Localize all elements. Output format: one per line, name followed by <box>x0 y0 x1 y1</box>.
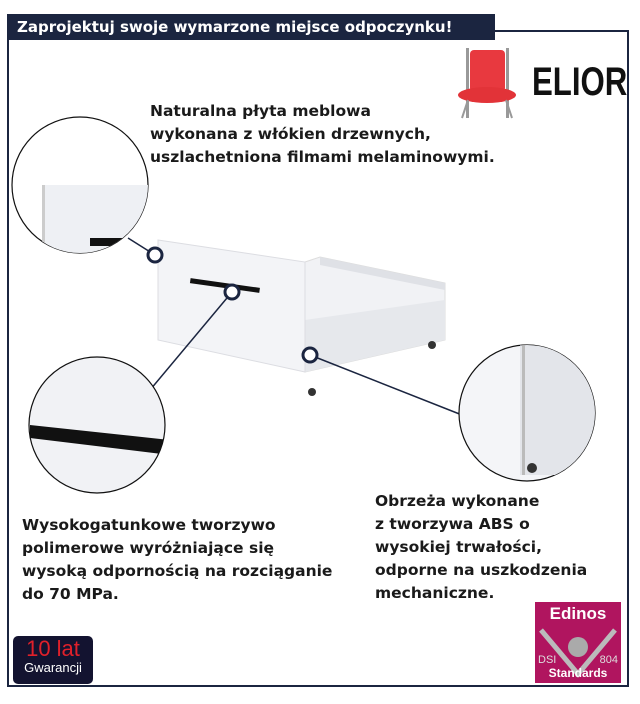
marker-dot <box>301 346 319 364</box>
warranty-label: Gwarancji <box>24 660 82 675</box>
callout-board: Naturalna płyta meblowa wykonana z włóki… <box>150 102 495 166</box>
edinos-badge: Edinos DSI 804 Standards <box>535 602 621 683</box>
detail-circle-handle <box>28 356 166 494</box>
warranty-years: 10 lat <box>26 636 80 661</box>
callout-edge: Obrzeża wykonane z tworzywa ABS o wysoki… <box>375 492 588 602</box>
brand-logo: ELIOR <box>532 60 628 104</box>
edinos-title: Edinos <box>549 604 607 623</box>
header-title: Zaprojektuj swoje wymarzone miejsce odpo… <box>7 14 495 40</box>
warranty-badge: 10 lat Gwarancji <box>13 636 93 684</box>
frame-top-line <box>490 30 627 32</box>
red-chair-icon <box>458 48 516 119</box>
detail-circle-edge <box>458 344 596 482</box>
content-frame <box>7 30 629 687</box>
marker-dot <box>223 283 241 301</box>
callout-handle: Wysokogatunkowe tworzywo polimerowe wyró… <box>22 516 333 603</box>
drawer <box>157 239 446 396</box>
edinos-bottom: Standards <box>548 666 608 680</box>
edinos-right: 804 <box>599 654 618 666</box>
edinos-left: DSI <box>538 654 557 666</box>
marker-dot <box>146 246 164 264</box>
detail-circle-board <box>11 116 149 254</box>
